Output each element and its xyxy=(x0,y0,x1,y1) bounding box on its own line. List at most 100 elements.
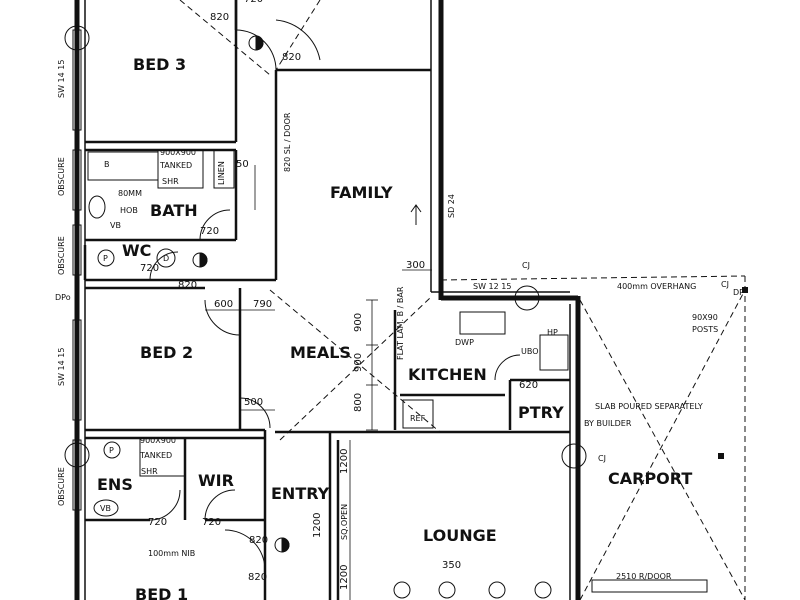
label-posts-2: POSTS xyxy=(692,325,718,334)
ens-wc xyxy=(103,441,121,459)
label-dp: DP xyxy=(733,288,744,297)
room-label-lounge: LOUNGE xyxy=(423,526,497,545)
label-sw-1: SW 14 15 xyxy=(57,60,66,98)
label-sq-open: SQ.OPEN xyxy=(340,504,349,540)
door-swings xyxy=(149,19,521,571)
room-label-bath: BATH xyxy=(150,201,198,220)
label-tanked-ens: 900X900 xyxy=(140,436,176,445)
room-label-kitchen: KITCHEN xyxy=(408,365,487,384)
label-cj-2: CJ xyxy=(598,454,606,463)
dim-300: 300 xyxy=(406,260,425,271)
fridge-recess xyxy=(402,399,434,429)
room-label-bed2: BED 2 xyxy=(140,343,193,362)
control-joints xyxy=(514,285,587,469)
dim-350: 350 xyxy=(442,560,461,571)
label-obscure-2: OBSCURE xyxy=(57,236,66,275)
room-label-wc: WC xyxy=(122,241,151,260)
ens-basin xyxy=(93,499,119,517)
label-sw-2: SW 14 15 xyxy=(57,348,66,386)
room-label-family: FAMILY xyxy=(330,183,393,202)
room-label-bed1: BED 1 xyxy=(135,585,188,600)
fixtures xyxy=(87,149,708,593)
label-sd: SD 24 xyxy=(447,194,456,218)
posts xyxy=(718,287,748,459)
label-p-ens: P xyxy=(109,446,114,455)
label-vb: VB xyxy=(110,221,121,230)
left-windows xyxy=(64,25,90,511)
exterior-walls xyxy=(74,0,581,600)
room-label-meals: MEALS xyxy=(290,343,351,362)
dim-820d: 820 xyxy=(249,535,268,546)
dim-1200b: 1200 xyxy=(312,513,323,538)
dim-800: 800 xyxy=(353,393,364,412)
dimension-lines xyxy=(205,165,432,600)
room-label-bed3: BED 3 xyxy=(133,55,186,74)
label-ref: REF xyxy=(410,414,426,423)
smoke-alarms xyxy=(192,35,290,553)
lounge-lights xyxy=(393,581,552,599)
dim-500: 500 xyxy=(244,397,263,408)
label-hp: HP xyxy=(547,328,558,337)
dim-720bath: 720 xyxy=(200,226,219,237)
dim-1200a: 1200 xyxy=(339,449,350,474)
label-sl-door: 820 SL / DOOR xyxy=(283,112,292,172)
dim-820a: 820 xyxy=(210,12,229,23)
ens-shower xyxy=(139,437,186,477)
label-obscure: OBSCURE xyxy=(57,157,66,196)
label-b: B xyxy=(104,160,110,169)
label-sw-3: SW 12 15 xyxy=(473,282,511,291)
dim-600: 600 xyxy=(214,299,233,310)
label-d: D xyxy=(163,254,169,263)
dim-790: 790 xyxy=(253,299,272,310)
dryer xyxy=(156,248,176,268)
hotplate xyxy=(539,334,569,371)
bath-shower xyxy=(157,149,204,189)
label-tanked-bath-3: SHR xyxy=(162,177,179,186)
room-label-ens: ENS xyxy=(97,475,133,494)
wc-pan xyxy=(97,249,115,267)
dim-720wc: 720 xyxy=(140,263,159,274)
interior-walls xyxy=(83,0,570,600)
label-dwp: DWP xyxy=(455,338,474,347)
label-hob-2: HOB xyxy=(120,206,138,215)
dim-720wir: 720 xyxy=(202,517,221,528)
room-label-wir: WIR xyxy=(198,471,234,490)
label-slab: SLAB POURED SEPARATELY xyxy=(595,402,703,411)
vanity-basin xyxy=(88,195,106,219)
label-tanked-ens-3: SHR xyxy=(141,467,158,476)
dim-820b: 820 xyxy=(282,52,301,63)
dim-820e: 820 xyxy=(248,572,267,583)
room-label-entry: ENTRY xyxy=(271,484,330,503)
room-label-carport: CARPORT xyxy=(608,469,692,488)
label-hob: 80MM xyxy=(118,189,142,198)
label-vb-ens: VB xyxy=(100,504,111,513)
label-flat-lam: FLAT LAM. B / BAR xyxy=(396,286,405,360)
label-rdoor: 2510 R/DOOR xyxy=(616,572,672,581)
dim-50: 50 xyxy=(236,159,249,170)
room-label-ptry: PTRY xyxy=(518,403,564,422)
label-overhang: 400mm OVERHANG xyxy=(617,282,696,291)
label-cj-3: CJ xyxy=(721,280,729,289)
dim-720top: 720 xyxy=(244,0,263,5)
label-slab-2: BY BUILDER xyxy=(584,419,632,428)
label-tanked-ens-2: TANKED xyxy=(139,451,172,460)
exterior-walls-inner xyxy=(84,0,571,600)
arrow-up-icon xyxy=(410,204,422,225)
label-cj: CJ xyxy=(522,261,530,270)
rdoor xyxy=(591,579,708,593)
label-ubo: UBO xyxy=(521,347,539,356)
label-p: P xyxy=(103,254,108,263)
carport-outline xyxy=(179,0,746,600)
dim-1200c: 1200 xyxy=(339,565,350,590)
label-posts: 90X90 xyxy=(692,313,718,322)
label-dp-2: DPo xyxy=(55,293,71,302)
label-linen: LINEN xyxy=(217,161,226,185)
dim-820c: 820 xyxy=(178,280,197,291)
linen-cupboard xyxy=(213,149,235,189)
dim-900b: 900 xyxy=(353,353,364,372)
dim-900a: 900 xyxy=(353,313,364,332)
label-nib: 100mm NIB xyxy=(148,549,195,558)
label-obscure-3: OBSCURE xyxy=(57,467,66,506)
dim-720ens: 720 xyxy=(148,517,167,528)
